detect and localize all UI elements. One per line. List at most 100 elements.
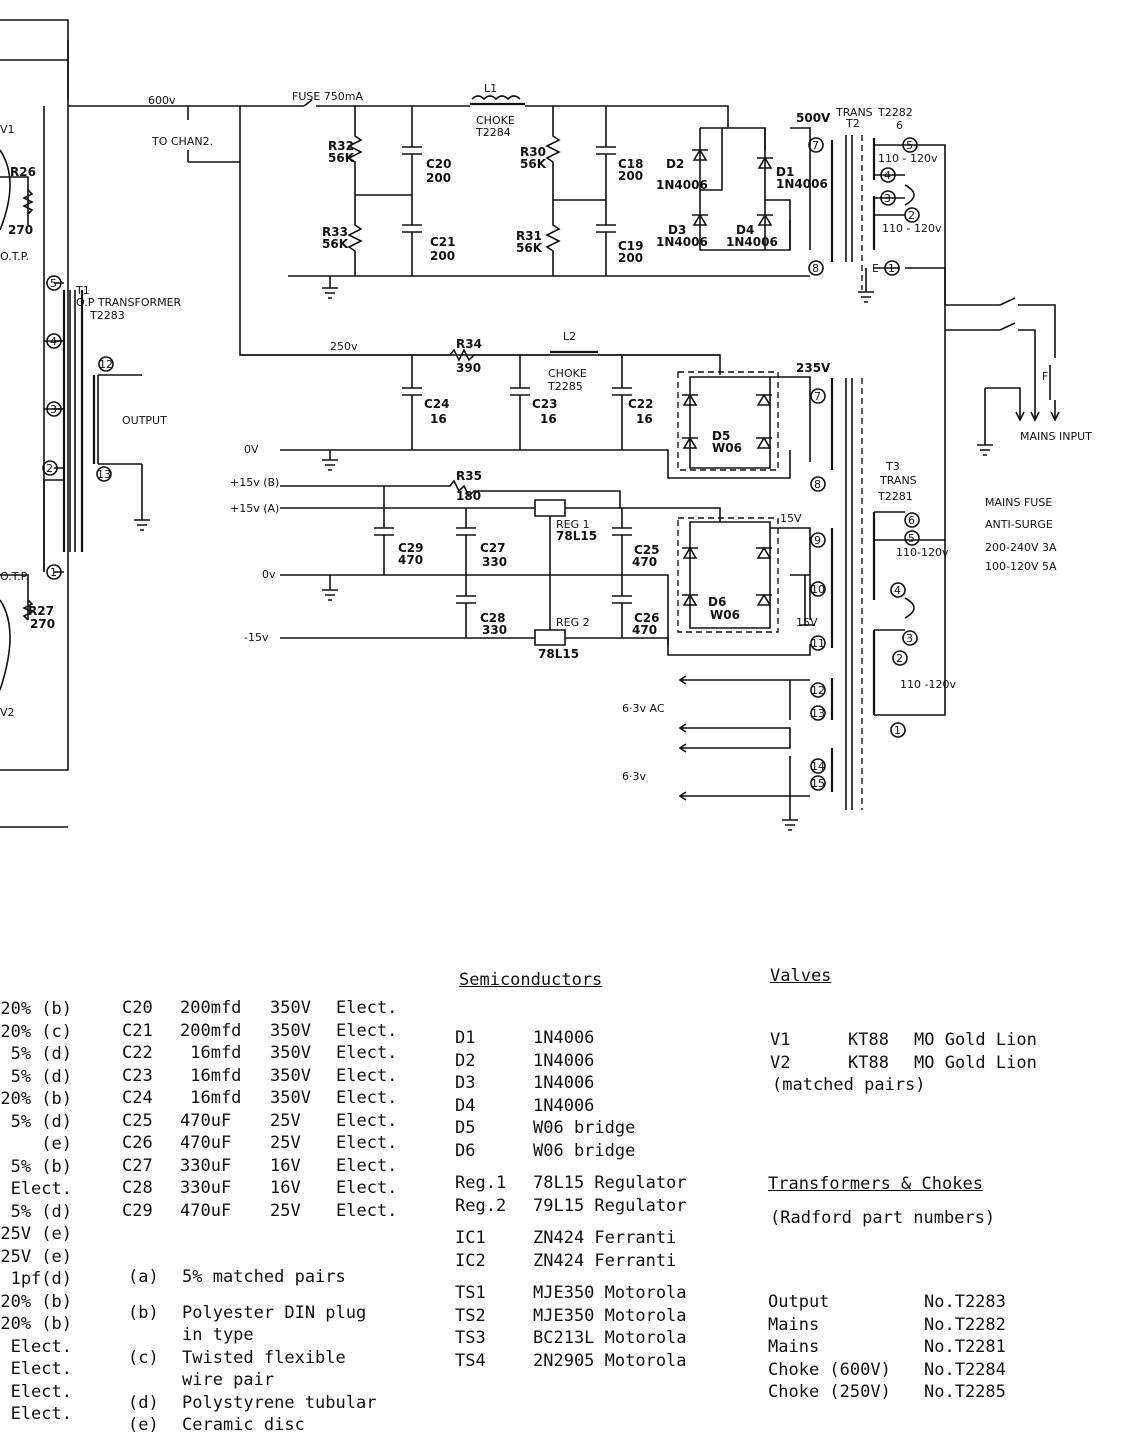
transformer-row: Choke (600V)No.T2284: [768, 1360, 1098, 1383]
c22-label: C22: [628, 397, 654, 411]
low-voltage-supply: [280, 479, 815, 656]
cap-voltage: 25V: [270, 1200, 301, 1221]
c25-label: C25: [634, 543, 660, 557]
r32-value: 56K: [328, 151, 355, 165]
clipped-row: Elect.: [10, 1336, 72, 1357]
reg1-value: 78L15: [556, 529, 597, 543]
r27-value: 270: [30, 617, 55, 631]
t3-trans-label: TRANS: [879, 474, 917, 487]
semi-desc: 1N4006: [533, 1050, 595, 1071]
d3-label: D3: [668, 223, 686, 237]
cap-type: Elect.: [336, 1155, 398, 1176]
t2-pin11: 11: [811, 637, 825, 650]
clipped-row: 5% (d): [10, 1044, 72, 1064]
label-500v: 500V: [796, 111, 831, 125]
reg1-label: REG 1: [556, 518, 590, 531]
c28-value: 330: [482, 623, 507, 637]
d2-value: 1N4006: [656, 178, 708, 192]
otp-top-label: O.T.P.: [0, 250, 29, 263]
semi-desc: MJE350 Motorola: [533, 1283, 687, 1303]
t2-pin3: 3: [884, 192, 891, 205]
c27-label: C27: [480, 541, 506, 555]
reg2-value: 78L15: [538, 647, 579, 661]
semi-ref: IC2: [455, 1250, 486, 1271]
t2-part: T2282: [877, 106, 913, 119]
cap-voltage: 16V: [270, 1155, 301, 1176]
t2-pin1: 1: [888, 262, 895, 275]
r26-label: R26: [10, 165, 36, 179]
c27-value: 330: [482, 555, 507, 569]
mains-transformer-t3: [872, 330, 946, 716]
cap-value: 16mfd: [180, 1088, 242, 1108]
c19-value: 200: [618, 251, 643, 265]
cap-ref: C26: [122, 1133, 153, 1153]
valve-type: KT88: [848, 1030, 889, 1050]
semi-ref: TS4: [455, 1350, 486, 1371]
t2-winding2: 110 - 120v: [882, 222, 942, 235]
c26-label: C26: [634, 611, 660, 625]
t1-part: T2283: [89, 309, 125, 322]
choke-l2-part: T2285: [547, 380, 583, 393]
c28-label: C28: [480, 611, 506, 625]
t2-mid-pin7: 7: [814, 390, 821, 403]
transformer-name: Mains: [768, 1337, 820, 1357]
valve-ref: V2: [770, 1052, 791, 1073]
c29-label: C29: [398, 541, 424, 555]
clipped-row: 20% (b): [0, 999, 72, 1019]
to-chan2-label: TO CHAN2.: [151, 135, 213, 148]
semi-desc: 1N4006: [533, 1095, 595, 1116]
transformer-part: No.T2283: [924, 1292, 1006, 1312]
cap-type: Elect.: [336, 1133, 398, 1153]
cap-type: Elect.: [336, 1178, 398, 1198]
mains-input-label: MAINS INPUT: [1020, 430, 1092, 443]
label-p15v-a: +15v (A): [230, 502, 279, 515]
c24-value: 16: [430, 412, 447, 426]
clipped-row: 20% (b): [0, 1314, 72, 1334]
t1-pin4: 4: [50, 335, 57, 348]
cap-type: Elect.: [336, 1065, 398, 1086]
d5-value: W06: [712, 441, 742, 455]
t1-name: O.P TRANSFORMER: [76, 296, 182, 309]
cap-ref: C25: [122, 1110, 153, 1131]
transformer-part: No.T2285: [924, 1382, 1006, 1402]
left-clipped-list: 20% (b)20% (c)5% (d)5% (d)20% (b)5% (d)(…: [0, 998, 72, 1428]
t2-pin13: 13: [811, 707, 825, 720]
semi-ref: D5: [455, 1118, 476, 1138]
mains-fuse-title: MAINS FUSE: [985, 496, 1052, 509]
label-0v-low: 0v: [262, 568, 276, 581]
d2-label: D2: [666, 157, 684, 171]
semiconductors-heading: Semiconductors: [459, 970, 603, 990]
mains-input-switch: [977, 297, 1060, 456]
d4-label: D4: [736, 223, 754, 237]
r31-value: 56K: [516, 241, 543, 255]
label-m15v: -15v: [244, 631, 269, 644]
t2-pin6: 6: [896, 119, 903, 132]
cap-value: 470uF: [180, 1200, 232, 1221]
c18-value: 200: [618, 169, 643, 183]
l1-label: L1: [484, 82, 497, 95]
l2-label: L2: [563, 330, 576, 343]
clipped-row: 5% (b): [10, 1156, 72, 1177]
c24-label: C24: [424, 397, 450, 411]
d4-value: 1N4006: [726, 235, 778, 249]
t1-pin13: 13: [97, 468, 111, 481]
clipped-row: Elect.: [10, 1404, 72, 1424]
t3-part: T2281: [877, 490, 913, 503]
clipped-row: 5% (d): [10, 1201, 72, 1222]
r33-value: 56K: [322, 237, 349, 251]
choke-l1-part: T2284: [475, 126, 511, 139]
clipped-row: 5% (d): [10, 1111, 72, 1132]
semi-ref: TS2: [455, 1305, 486, 1326]
choke-l2-label: CHOKE: [548, 367, 587, 380]
t2-pin15: 15: [811, 777, 825, 790]
output-transformer-t1: [43, 282, 142, 573]
